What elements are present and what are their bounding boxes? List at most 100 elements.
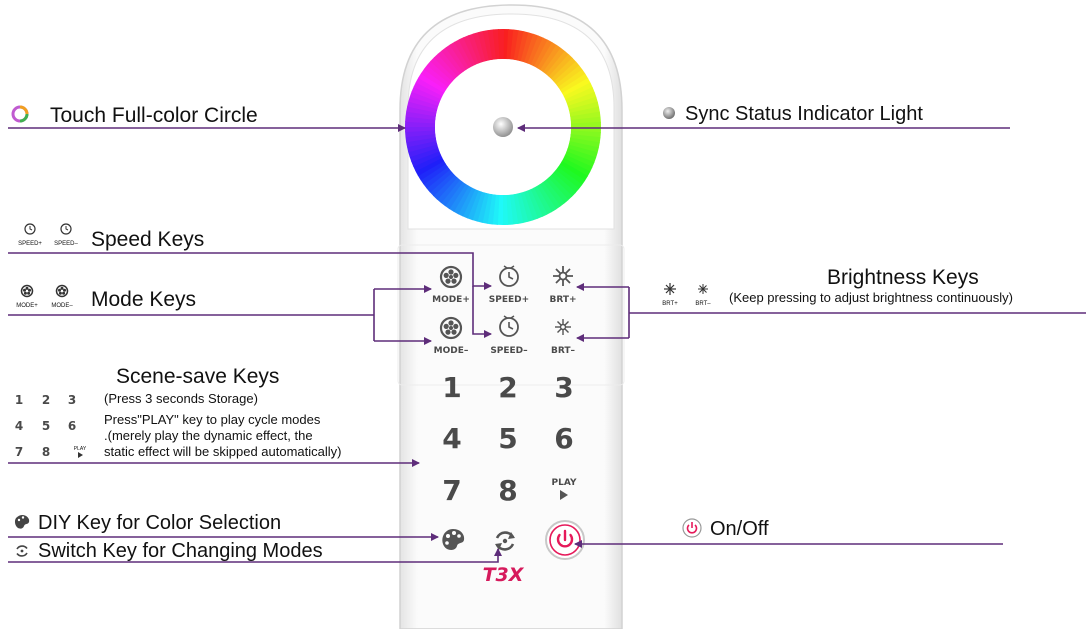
switch-key[interactable] [495,531,515,551]
legend-digit-7: 7 [15,445,23,459]
film-reel-icon [439,316,463,340]
speed-keys-callout: SPEED+ SPEED– Speed Keys [18,223,204,251]
ring-segment [19,113,29,123]
key-2[interactable]: 2 [498,371,517,404]
speed-minus-small-label: SPEED– [54,241,78,247]
color-ring-segment [547,175,573,201]
diy-key[interactable] [442,529,465,550]
color-ring-segment [408,95,439,110]
mode-minus-label: MODE– [434,346,469,356]
color-ring-segment [463,35,480,65]
key-3[interactable]: 3 [554,371,573,404]
play-note-line-2: .(merely play the dynamic effect, the [104,428,313,443]
key-8[interactable]: 8 [498,474,517,507]
legend-digit-6: 6 [68,419,76,433]
color-ring-segment [477,30,490,62]
color-ring-segment [545,50,570,77]
key-4[interactable]: 4 [442,422,461,455]
color-ring-segment [523,190,539,221]
mode-minus-key[interactable]: MODE– [434,316,469,356]
color-ring-segment [462,188,479,219]
color-ring-segment [444,181,466,210]
color-ring-segment [519,191,534,222]
legend-digit-3: 3 [68,393,76,407]
brt-plus-small-label: BRT+ [662,301,678,307]
color-ring-segment [458,37,476,67]
color-ring-segment [407,100,438,113]
color-ring-segment [454,39,473,69]
color-ring-segment [567,96,598,111]
color-ring-segment [411,150,441,167]
speed-plus-label: SPEED+ [489,295,529,305]
color-ring-segment [537,42,558,71]
color-ring-segment [449,41,470,70]
color-ring-segment [482,30,494,61]
color-ring-segment [406,140,438,153]
power-button[interactable] [545,520,585,560]
color-ring-segment [418,72,447,93]
color-ring-segment [448,183,469,212]
color-ring-segment [415,77,445,97]
color-ring-segment [472,32,487,63]
ring-segment [19,105,29,115]
speed-plus-small-label: SPEED+ [18,241,42,247]
play-key[interactable]: PLAY [552,478,577,500]
color-ring-segment [417,160,446,181]
color-ring-segment [420,68,449,90]
color-ring-segment [557,164,586,186]
brt-minus-small-label: BRT– [695,301,711,307]
brt-plus-key[interactable]: BRT+ [549,266,577,305]
color-ring-segment [568,101,600,114]
color-ring-segment [550,172,576,198]
key-5[interactable]: 5 [498,422,517,455]
clock-icon [60,223,72,235]
color-ring-segment [558,69,586,91]
film-reel-icon [55,284,69,298]
on-off-label: On/Off [710,518,769,540]
color-ring-segment [512,193,524,224]
color-ring-segment [409,90,440,106]
color-ring-segment [561,157,591,177]
legend-digit-8: 8 [42,445,50,459]
sun-icon [555,319,571,335]
clock-icon [499,315,519,337]
color-ring-segment [564,151,595,168]
speed-minus-key[interactable]: SPEED– [490,315,528,356]
key-1[interactable]: 1 [442,371,461,404]
color-ring-segment [406,136,437,148]
brt-minus-key[interactable]: BRT– [551,319,576,356]
sync-light-callout: Sync Status Indicator Light [663,103,923,125]
color-ring-segment [533,39,553,69]
speed-plus-key[interactable]: SPEED+ [489,265,529,305]
color-ring-segment [555,166,583,190]
color-ring-segment [436,177,461,204]
color-ring-segment [560,73,589,94]
key-6[interactable]: 6 [554,422,573,455]
mode-plus-key[interactable]: MODE+ [432,265,470,305]
color-ring-segment [570,130,601,139]
color-ring-segment [540,44,562,73]
color-ring-segment [526,189,543,219]
color-ring-segment [570,121,601,129]
color-ring-segment [481,193,493,224]
scene-save-callout: Scene-save Keys (Press 3 seconds Storage… [15,365,342,459]
play-icon [78,452,83,458]
key-7[interactable]: 7 [442,474,461,507]
diy-key-label: DIY Key for Color Selection [38,512,281,534]
color-ring-segment [567,144,598,159]
brightness-keys-label: Brightness Keys [827,266,979,289]
legend-digit-2: 2 [42,393,50,407]
color-ring-segment [433,53,459,79]
color-ring-segment [542,47,566,75]
color-ring-segment [501,194,509,225]
color-ring-segment [553,61,580,85]
color-ring-segment [566,148,597,164]
color-ring-segment [565,87,595,104]
sun-icon [664,283,676,295]
color-ring-icon[interactable] [405,29,601,225]
color-ring-segment [453,185,473,215]
color-ring-segment [406,105,437,117]
sun-icon [553,266,573,286]
scene-save-label: Scene-save Keys [116,365,279,388]
